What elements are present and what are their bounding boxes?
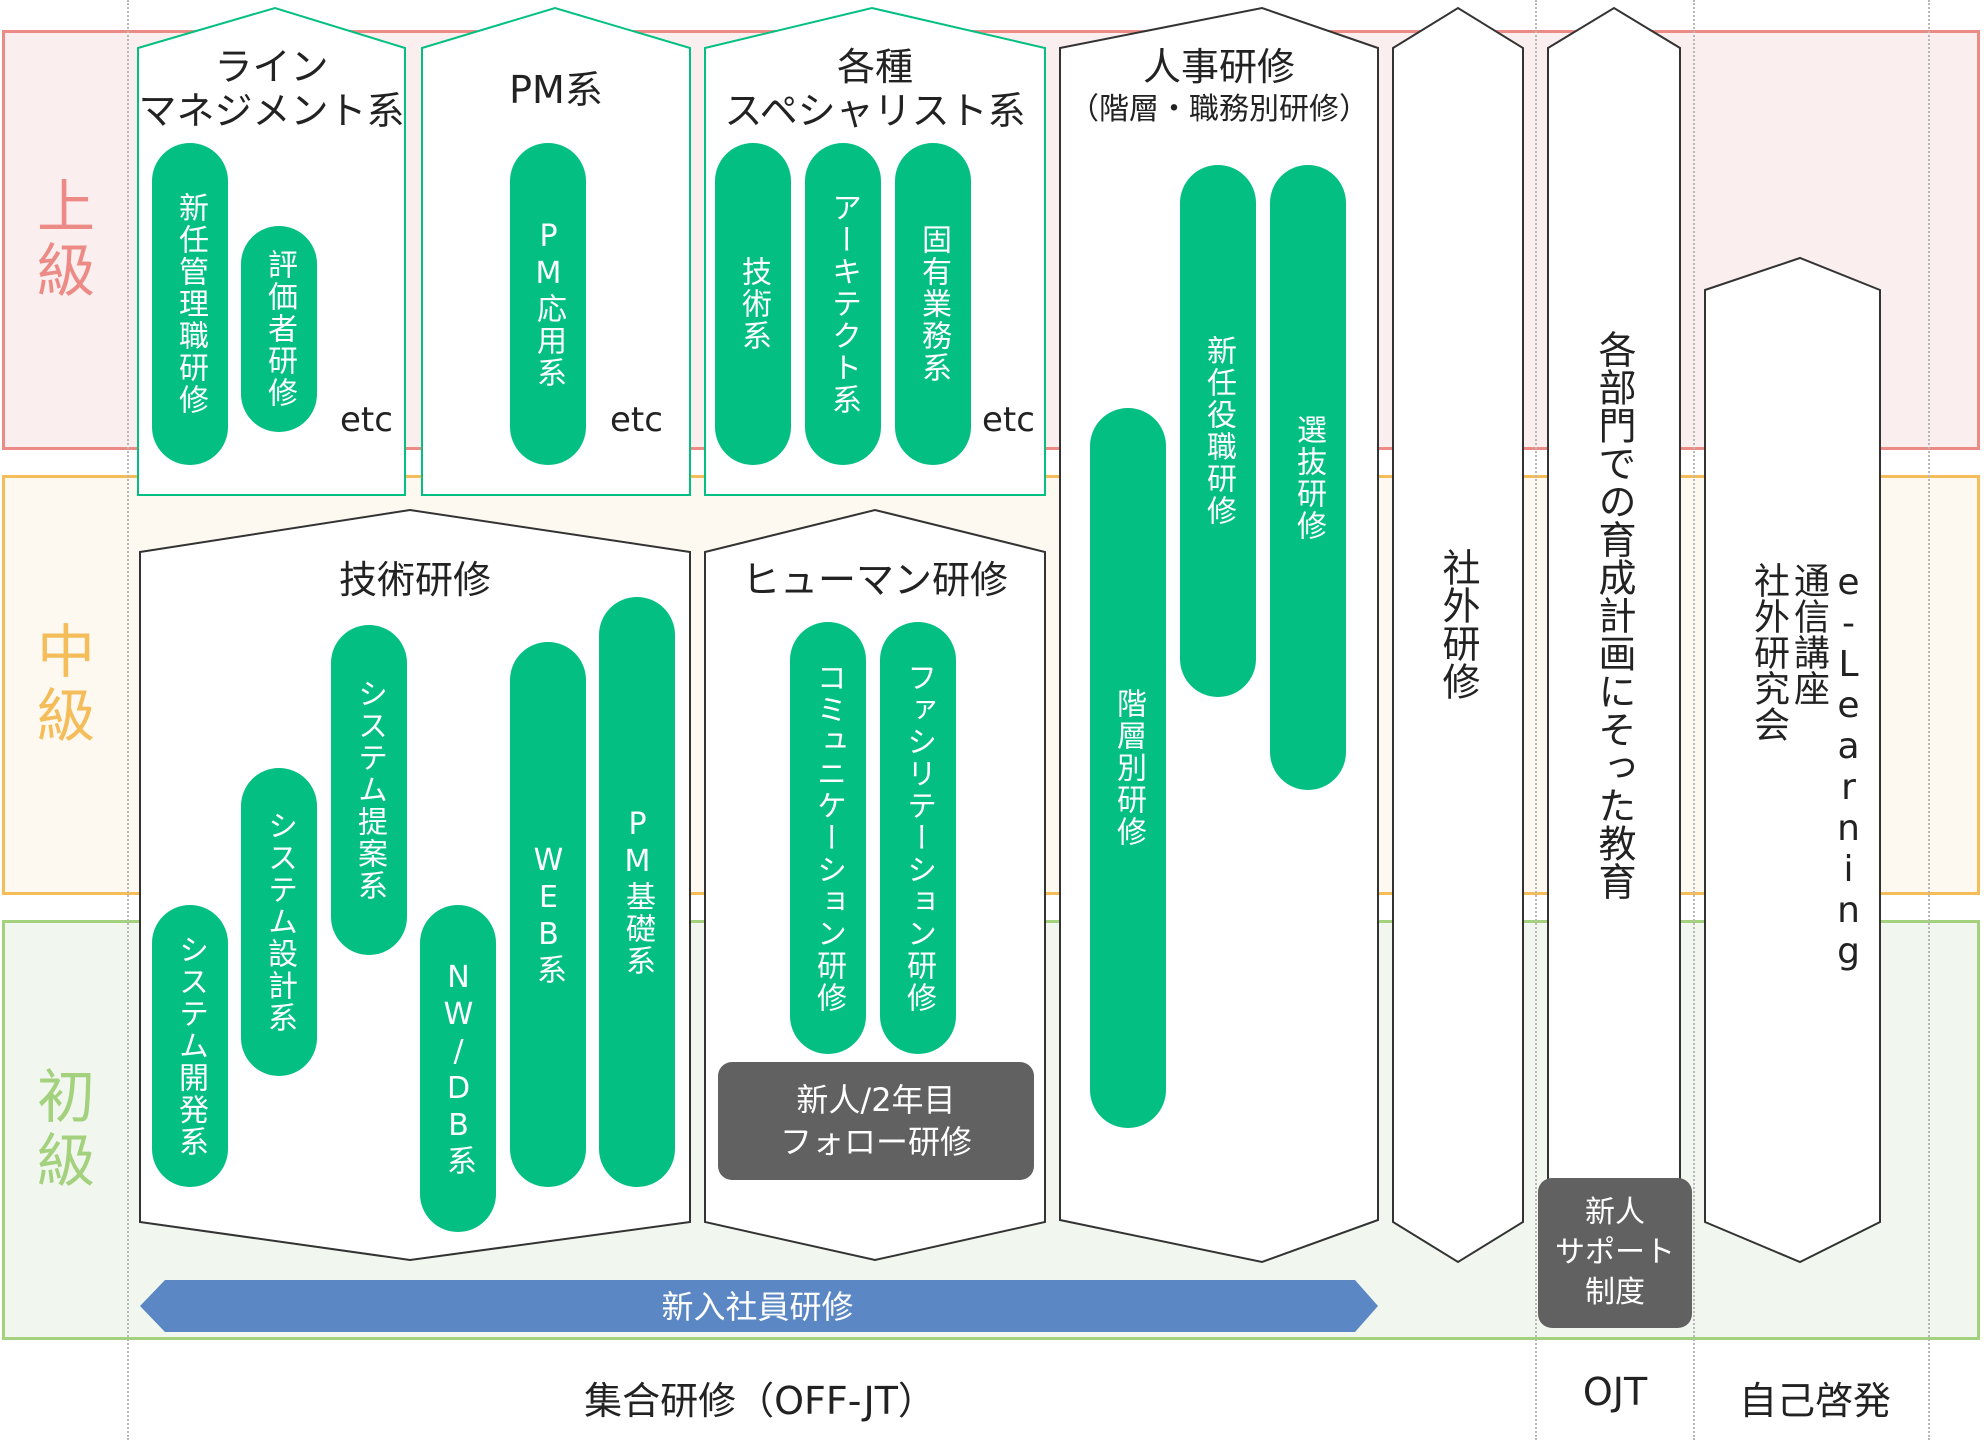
line-mgmt-title: ライン マネジメント系: [138, 45, 405, 133]
selfdev-label: e-Learning 通信講座 社外研究会: [1748, 562, 1869, 972]
external-box: [1392, 6, 1524, 1264]
specialist-item: 技術系: [715, 143, 791, 465]
external-training-label: 社外研修: [1436, 548, 1480, 700]
newhire-arrow: [140, 1280, 1378, 1332]
line-mgmt-item: 新任管理職研修: [152, 143, 228, 465]
tech-item: NW/DB系: [420, 905, 496, 1232]
tech-item: システム開発系: [152, 905, 228, 1187]
divider-line: [1693, 0, 1695, 1440]
footer-selfdev: 自己啓発: [1738, 1379, 1891, 1423]
specialist-item: アーキテクト系: [805, 143, 881, 465]
divider-line: [1535, 0, 1537, 1440]
level-advanced: 上級: [27, 176, 95, 304]
footer-offjt: 集合研修（OFF-JT）: [584, 1379, 936, 1423]
human-item: コミュニケーション研修: [790, 622, 866, 1054]
divider-line: [127, 0, 129, 1440]
human-item: ファシリテーション研修: [880, 622, 956, 1054]
hr-subtitle: （階層・職務別研修）: [1069, 92, 1369, 127]
tech-item: システム設計系: [241, 768, 317, 1076]
footer-ojt: OJT: [1582, 1370, 1648, 1414]
specialist-item: 固有業務系: [895, 143, 971, 465]
human-title: ヒューマン研修: [741, 558, 1008, 602]
specialist-title: 各種 スペシャリスト系: [724, 45, 1026, 133]
line-mgmt-etc: etc: [340, 400, 393, 440]
followup-training-box: 新人/2年目 フォロー研修: [718, 1062, 1034, 1180]
new-hire-training-label: 新入社員研修: [661, 1288, 854, 1326]
hr-item: 選抜研修: [1270, 165, 1346, 790]
tech-item: PM基礎系: [599, 597, 675, 1187]
hr-item: 新任役職研修: [1180, 165, 1256, 697]
level-intermediate: 中級: [27, 621, 95, 749]
hr-item: 階層別研修: [1090, 408, 1166, 1128]
tech-title: 技術研修: [338, 558, 491, 602]
tech-item: WEB系: [510, 642, 586, 1187]
hr-title: 人事研修: [1142, 45, 1295, 89]
selfdev-box: [1704, 256, 1881, 1264]
pm-title: PM系: [509, 68, 603, 112]
specialist-etc: etc: [982, 400, 1035, 440]
line-mgmt-item: 評価者研修: [241, 226, 317, 432]
divider-line: [1928, 0, 1930, 1440]
pm-item: PM応用系: [510, 143, 586, 465]
ojt-label: 各部門での育成計画にそった教育: [1592, 330, 1636, 900]
tech-item: システム提案系: [331, 625, 407, 955]
new-hire-support-box: 新人 サポート 制度: [1538, 1178, 1692, 1328]
pm-etc: etc: [610, 400, 663, 440]
level-beginner: 初級: [27, 1066, 95, 1194]
